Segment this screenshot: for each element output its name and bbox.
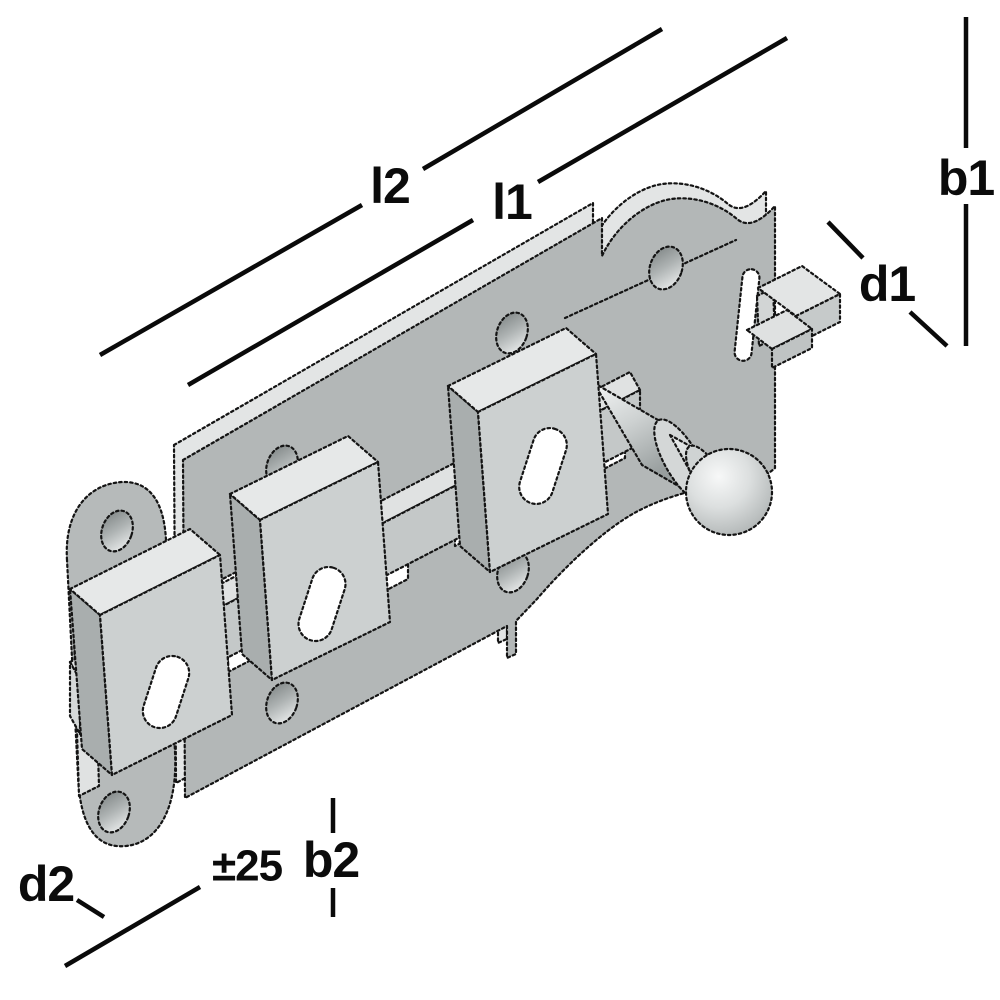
dim-d1-tick-upper <box>826 220 865 260</box>
dim-l2-line-right <box>421 27 664 171</box>
dim-d2-tick <box>75 898 106 919</box>
guide-staple-1 <box>228 434 392 682</box>
dim-label-b2: b2 <box>303 832 359 888</box>
screw-hole-5 <box>265 681 299 725</box>
dim-label-travel: ±25 <box>212 842 283 891</box>
dim-d1-tick-lower <box>908 310 949 348</box>
latch-hook-front-face <box>770 327 814 370</box>
dim-label-d2: d2 <box>18 856 74 912</box>
dim-l2-line-left <box>98 203 364 357</box>
dim-label-d1: d1 <box>859 256 916 312</box>
dim-d2-line <box>63 885 202 968</box>
bolt-knob-ball <box>684 447 774 537</box>
latch-slot <box>733 268 761 362</box>
staple-1-slot <box>297 565 347 643</box>
dim-label-l2: l2 <box>370 158 410 214</box>
dim-label-b1: b1 <box>938 150 995 206</box>
staple-2-slot <box>518 426 568 506</box>
dim-l1-line-right <box>536 36 789 184</box>
keeper-staple <box>68 527 234 777</box>
guide-staple-2 <box>446 326 610 574</box>
screw-hole-1 <box>648 245 684 291</box>
latch-tab <box>745 264 842 370</box>
dim-l1-line-left <box>186 218 475 387</box>
dimension-annotations: l2 l1 b1 d1 d2 ±25 b2 <box>18 17 995 968</box>
dim-label-l1: l1 <box>492 174 532 230</box>
keeper-staple-slot <box>141 654 191 730</box>
bolt-pin <box>592 381 774 537</box>
keeper-hole-top <box>100 509 134 553</box>
keeper-hole-bottom <box>97 790 131 834</box>
screw-hole-2 <box>495 311 529 355</box>
